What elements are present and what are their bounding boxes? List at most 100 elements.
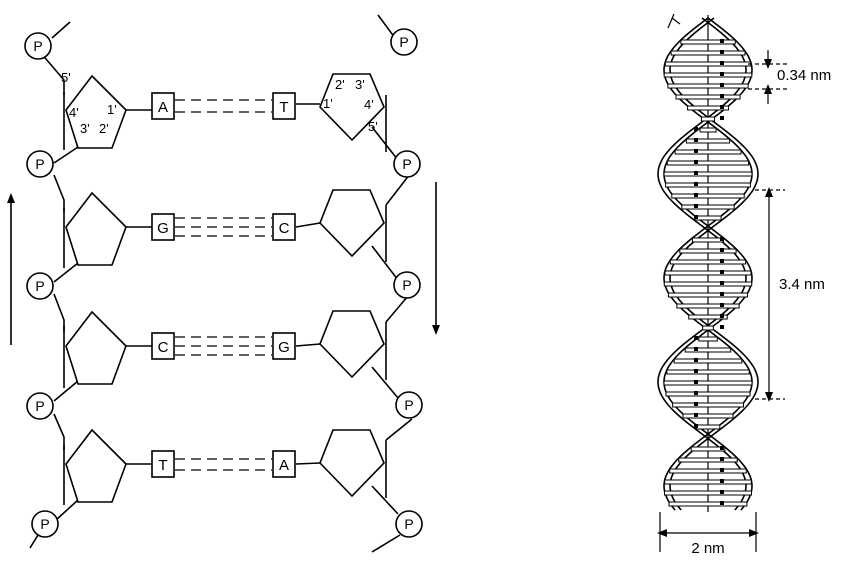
base-pair-rung	[684, 347, 732, 353]
right-sugar-2	[319, 189, 385, 258]
right-sugar-1	[319, 73, 385, 142]
base-pair-rung	[665, 182, 751, 188]
backbone-dot	[694, 160, 698, 164]
phosphate: P	[395, 510, 423, 538]
base-pair-rung	[667, 83, 749, 89]
backbone-dot	[720, 446, 724, 450]
phosphate-label: P	[399, 34, 408, 50]
left-sugar-2	[65, 191, 127, 266]
backbone-dot	[720, 457, 724, 461]
right-sugar-3	[319, 310, 385, 379]
left-backbone	[29, 21, 79, 549]
base-pair-rung	[669, 468, 747, 474]
backbone-dot	[694, 193, 698, 197]
backbone-dot	[694, 171, 698, 175]
base-pair-rung	[671, 193, 745, 199]
base-right-1: T	[279, 99, 288, 116]
carbon-label-1: 1'	[323, 96, 333, 111]
base-pair-rung	[663, 281, 753, 287]
backbone-dot	[694, 347, 698, 351]
base-pair-2: G C	[151, 213, 296, 241]
base-pair-rung	[681, 204, 735, 210]
helix-rungs	[663, 39, 753, 507]
base-pair-rung	[672, 402, 744, 408]
turn-dimension: 3.4 nm	[755, 187, 825, 402]
base-pair-rung	[664, 490, 752, 496]
backbone-dot	[694, 182, 698, 186]
phosphate-label: P	[35, 156, 44, 172]
base-left-4: T	[158, 457, 167, 474]
base-right-2: C	[279, 220, 290, 237]
double-helix	[657, 13, 759, 512]
phosphate: P	[393, 271, 421, 299]
phosphate: P	[26, 272, 54, 300]
carbon-label-1: 1'	[107, 102, 117, 117]
right-sugar-4	[319, 429, 385, 498]
base-pair-rung	[669, 259, 747, 265]
base-pair-rung	[695, 424, 721, 430]
phosphate-label: P	[402, 156, 411, 172]
backbone-dot	[720, 259, 724, 263]
base-pair-3: C G	[151, 332, 296, 360]
base-pair-rung	[685, 138, 731, 144]
backbone-dot	[720, 325, 724, 329]
base-pair-rung	[700, 116, 716, 122]
backbone-dot	[694, 138, 698, 142]
base-pair-rung	[702, 325, 714, 331]
phosphate-label: P	[40, 516, 49, 532]
carbon-label-4: 4'	[364, 97, 374, 112]
base-pair-rung	[688, 314, 728, 320]
base-pair-rung	[666, 160, 750, 166]
width-dimension: 2 nm	[657, 512, 759, 557]
glycosidic-bonds	[126, 103, 321, 465]
helix-dots	[694, 39, 724, 505]
base-left-3: C	[158, 339, 169, 356]
base-pair-rung	[673, 358, 743, 364]
backbone-dot	[720, 116, 724, 120]
backbone-dot	[720, 50, 724, 54]
phosphate-label: P	[402, 277, 411, 293]
right-sugars	[319, 73, 385, 498]
backbone-dot	[694, 413, 698, 417]
backbone-dot	[694, 149, 698, 153]
backbone-dot	[720, 490, 724, 494]
backbone-dot	[720, 94, 724, 98]
backbone-dot	[720, 61, 724, 65]
base-pair-rung	[670, 50, 746, 56]
carbon-label-2: 2'	[335, 77, 345, 92]
base-pair-rung	[694, 215, 722, 221]
backbone-dot	[720, 72, 724, 76]
phosphate-label: P	[35, 398, 44, 414]
phosphate-label: P	[33, 38, 42, 54]
dna-strand-diagram: A T G C C G T A	[7, 14, 440, 553]
left-sugar-4	[65, 428, 127, 503]
base-pair-rung	[676, 303, 740, 309]
base-pair-rung	[699, 127, 717, 133]
backbone-dot	[720, 292, 724, 296]
backbone-dot	[694, 402, 698, 406]
backbone-dot	[720, 281, 724, 285]
carbon-label-2: 2'	[99, 121, 109, 136]
base-pair-1: A T	[151, 92, 296, 120]
base-pair-rung	[674, 149, 742, 155]
phosphate: P	[31, 510, 59, 538]
helix-top-tick	[667, 13, 681, 29]
backbone-dot	[720, 39, 724, 43]
backbone-dot	[694, 369, 698, 373]
carbon-label-5: 5'	[368, 119, 378, 134]
phosphate-label: P	[35, 278, 44, 294]
hbonds-pair-2	[175, 217, 272, 237]
backbone-dot	[694, 204, 698, 208]
base-left-2: G	[157, 220, 169, 237]
backbone-dot	[720, 83, 724, 87]
base-pair-rung	[675, 94, 741, 100]
hbonds-pair-1	[175, 99, 272, 113]
base-right-3: G	[278, 339, 290, 356]
left-sugars	[65, 74, 127, 503]
carbon-label-4: 4'	[69, 105, 79, 120]
phosphates-left: P P P P P	[24, 32, 59, 538]
base-pair-rung	[663, 72, 753, 78]
hbonds-pair-3	[175, 336, 272, 356]
backbone-dot	[694, 358, 698, 362]
